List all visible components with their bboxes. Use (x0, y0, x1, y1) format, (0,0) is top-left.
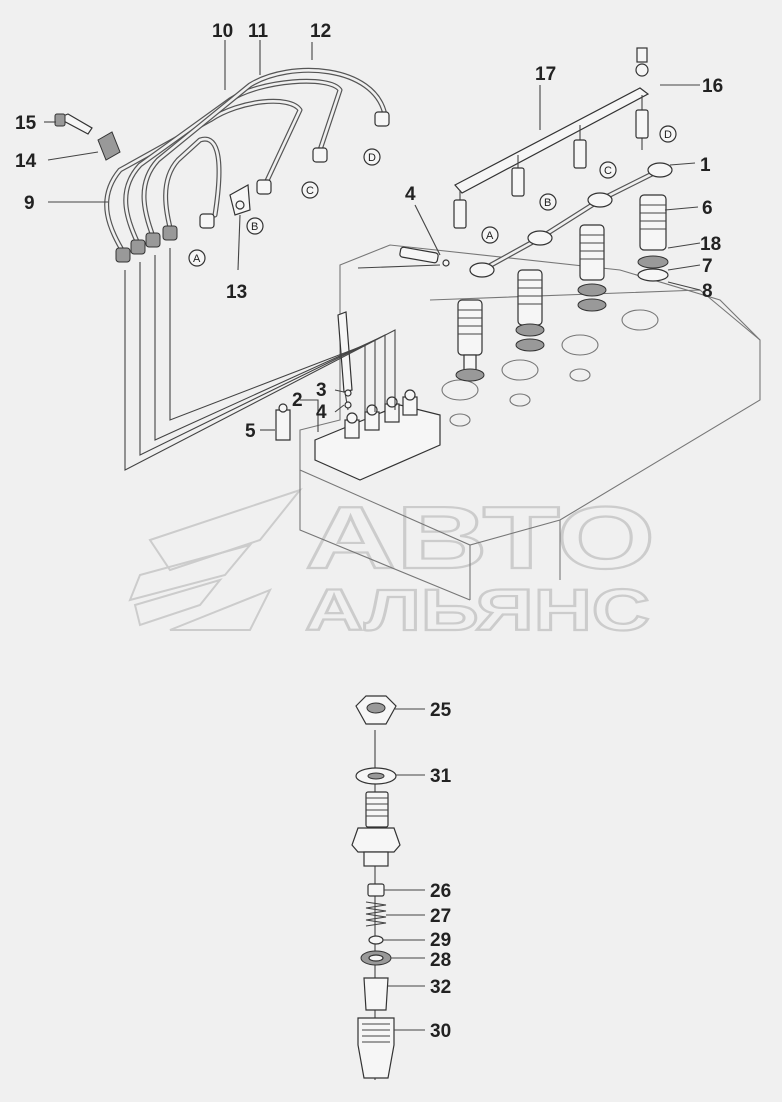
callout-6: 6 (702, 198, 713, 219)
part-29-seat (368, 935, 384, 945)
connector-a-right: A (486, 230, 494, 242)
injectors (455, 194, 669, 382)
watermark-line1: АВТО (305, 488, 655, 587)
callout-14: 14 (15, 151, 37, 172)
pipe-clamp (229, 184, 251, 216)
injection-pipes (104, 67, 390, 263)
callout-26: 26 (430, 881, 451, 902)
injector-1 (455, 299, 485, 382)
connector-b-right: B (544, 197, 551, 209)
callout-32: 32 (430, 977, 451, 998)
valve-holder (351, 791, 401, 867)
banjo-fittings (399, 162, 673, 278)
bolt-and-clip (54, 113, 121, 161)
callout-1: 1 (700, 155, 711, 176)
watermark-line2: АЛЬЯНС (305, 578, 650, 643)
part-27-spring (365, 901, 387, 927)
delivery-valve-assembly (351, 695, 401, 1080)
callout-4-upper: 4 (405, 184, 416, 205)
callout-9: 9 (24, 193, 35, 214)
connector-c-right: C (604, 165, 612, 177)
callout-29: 29 (430, 930, 451, 951)
callout-17: 17 (535, 64, 556, 85)
callout-18: 18 (700, 234, 721, 255)
injector-4 (637, 194, 669, 282)
callout-28: 28 (430, 950, 451, 971)
pipe-traces (124, 248, 441, 471)
callout-13: 13 (226, 282, 247, 303)
part-28-gasket (360, 950, 392, 966)
connector-d-left: D (368, 152, 376, 164)
callout-31: 31 (430, 766, 452, 787)
connector-markers: A B C D A B C D (188, 125, 677, 267)
callout-8: 8 (702, 281, 713, 302)
callout-11: 11 (248, 21, 269, 42)
callout-16: 16 (702, 76, 723, 97)
callout-7: 7 (702, 256, 713, 277)
callout-4-lower: 4 (316, 402, 327, 423)
callout-5: 5 (245, 421, 256, 442)
callout-30: 30 (430, 1021, 451, 1042)
part-31-washer (355, 767, 397, 785)
callout-15: 15 (15, 113, 37, 134)
leak-off-line (454, 47, 650, 225)
part-30-body (357, 1017, 395, 1079)
callout-25: 25 (430, 700, 452, 721)
callout-3: 3 (316, 380, 327, 401)
injector-3 (577, 224, 607, 312)
connector-d-right: D (664, 129, 672, 141)
connector-b-left: B (251, 221, 258, 233)
watermark-logo: АВТО АЛЬЯНС (128, 487, 656, 644)
callout-12: 12 (310, 21, 331, 42)
injection-pump (314, 389, 441, 481)
watermark-emblem (128, 487, 303, 631)
callout-27: 27 (430, 906, 451, 927)
part-32-sleeve (363, 977, 389, 1011)
connector-c-left: C (306, 185, 314, 197)
callout-10: 10 (212, 21, 233, 42)
callout-labels: 1 2 3 4 4 5 6 7 8 9 10 11 12 13 14 15 16… (15, 21, 723, 1042)
leader-lines (44, 40, 701, 1031)
injector-2 (515, 269, 545, 352)
callout-2: 2 (292, 390, 303, 411)
part-26-valve (367, 883, 385, 897)
small-parts (275, 259, 450, 441)
part-25-nut (355, 695, 397, 725)
injector-tops (453, 109, 649, 229)
connector-a-left: A (193, 253, 201, 265)
